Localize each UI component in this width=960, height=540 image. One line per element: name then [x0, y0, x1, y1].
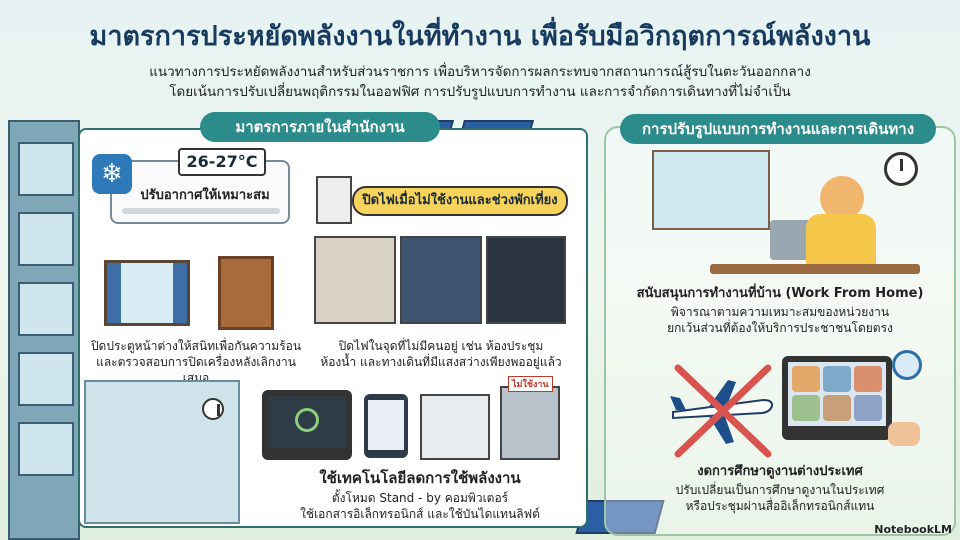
clock-icon [884, 152, 918, 186]
wfh-caption-line-2: ยกเว้นส่วนที่ต้องให้บริการประชาชนโดยตรง [667, 321, 893, 335]
door-caption-line-1: ปิดประตูหน้าต่างให้สนิทเพื่อกันความร้อน [90, 339, 302, 353]
clock-icon [202, 398, 224, 420]
stairs-illustration [420, 394, 490, 460]
subtitle-line-2: โดยเน้นการปรับเปลี่ยนพฤติกรรมในออฟฟิศ กา… [169, 84, 791, 100]
elevator-out-of-service-sign: ไม่ใช้งาน [508, 376, 553, 392]
home-window-illustration [652, 150, 770, 230]
monitor-standby-icon [262, 390, 352, 460]
tech-caption-line-2: ใช้เอกสารอิเล็กทรอนิกส์ และใช้บันไดแทนลิ… [300, 507, 540, 521]
ac-label: ปรับอากาศให้เหมาะสม [140, 188, 270, 203]
desk-illustration [710, 264, 920, 274]
lights-off-tag: ปิดไฟเมื่อไม่ใช้งานและช่วงพักเที่ยง [352, 186, 568, 216]
door-illustration [218, 256, 274, 330]
switch-photo [314, 236, 396, 324]
airplane-crossed-icon [670, 364, 774, 458]
meeting-room-photo [400, 236, 482, 324]
corridor-photo [486, 236, 566, 324]
tablet-document-icon [364, 394, 408, 458]
travel-title: งดการศึกษาดูงานต่างประเทศ [697, 464, 863, 479]
person-wfh-illustration [820, 176, 864, 220]
elevator-illustration [500, 386, 560, 460]
wfh-title: สนับสนุนการทำงานที่บ้าน (Work From Home) [636, 286, 924, 301]
wfh-caption-line-1: พิจารณาตามความเหมาะสมของหน่วยงาน [670, 305, 890, 319]
lights-caption-line-2: ห้องน้ำ และทางเดินที่มีแสงสว่างเพียงพออย… [320, 355, 562, 369]
page-title: มาตรการประหยัดพลังงานในที่ทำงาน เพื่อรับ… [89, 21, 871, 52]
tech-caption-line-1: ตั้งโหมด Stand - by คอมพิวเตอร์ [331, 491, 509, 505]
travel-caption-line-2: หรือประชุมผ่านสื่ออิเล็กทรอนิกส์แทน [685, 499, 875, 513]
snowflake-icon: ❄ [92, 154, 132, 194]
watermark: NotebookLM [874, 523, 952, 536]
handshake-icon [888, 422, 920, 446]
globe-icon [892, 350, 922, 380]
lights-caption-line-1: ปิดไฟในจุดที่ไม่มีคนอยู่ เช่น ห้องประชุม [338, 339, 544, 353]
office-building-illustration [8, 120, 80, 540]
person-shirt [806, 214, 876, 264]
section-header-office: มาตรการภายในสำนักงาน [200, 112, 440, 142]
light-switch-icon [316, 176, 352, 224]
section-header-work-travel: การปรับรูปแบบการทำงานและการเดินทาง [620, 114, 936, 144]
travel-caption-line-1: ปรับเปลี่ยนเป็นการศึกษาดูงานในประเทศ [675, 483, 885, 497]
window-illustration [104, 260, 190, 326]
subtitle-line-1: แนวทางการประหยัดพลังงานสำหรับส่วนราชการ … [149, 64, 811, 80]
temperature-display: 26-27°C [178, 148, 266, 176]
tech-title: ใช้เทคโนโลยีลดการใช้พลังงาน [319, 469, 521, 487]
video-conference-icon [782, 356, 892, 440]
